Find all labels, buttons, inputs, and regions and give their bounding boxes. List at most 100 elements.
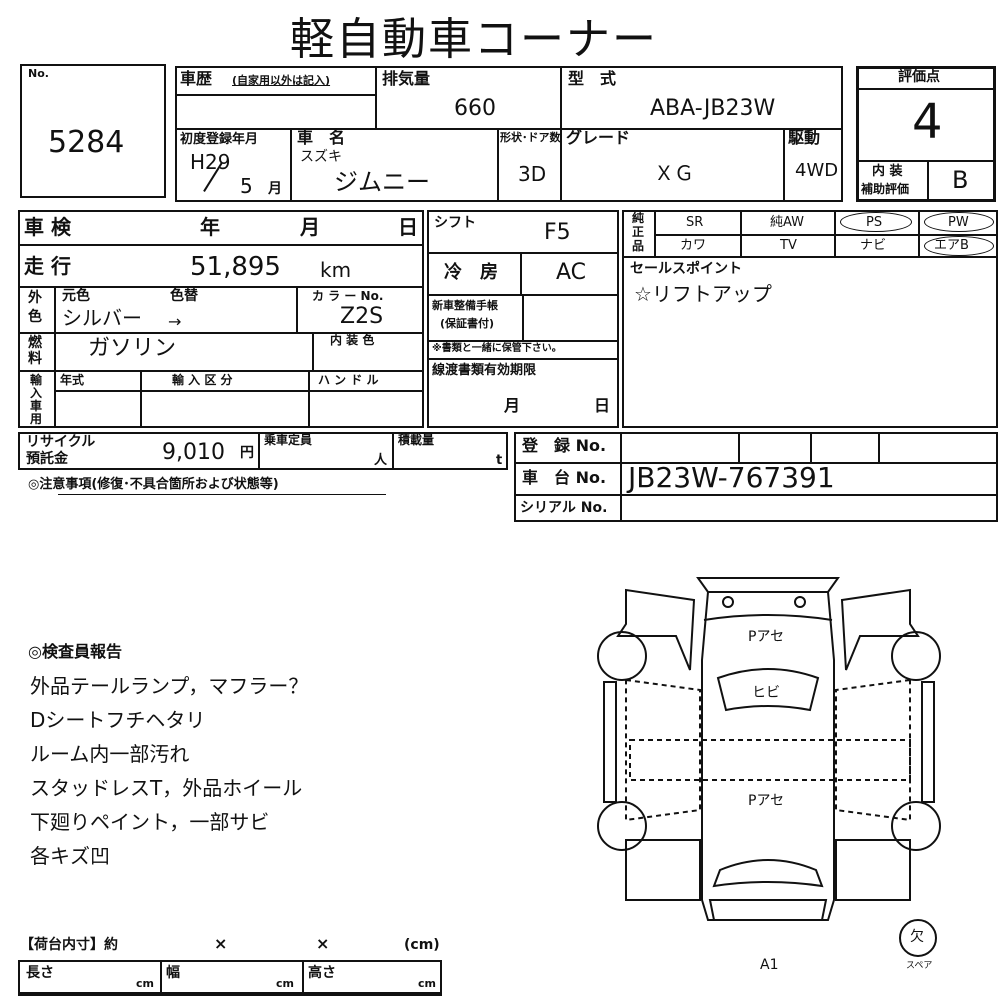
inspection-year-unit: 年 <box>200 215 220 239</box>
rear-window <box>712 859 824 888</box>
inspector-line-3: ルーム内一部汚れ <box>30 742 190 766</box>
recycle-label: リサイクル <box>26 434 96 450</box>
import-year-label: 年式 <box>60 373 85 387</box>
wheel-front-right <box>891 631 941 681</box>
maint-sublabel: (保証書付) <box>440 317 495 330</box>
length-label: 長さ <box>26 965 54 981</box>
width-unit: cm <box>276 977 294 990</box>
model-label: 型 式 <box>568 69 617 88</box>
height-unit: cm <box>418 977 436 990</box>
orig-color-value: シルバー <box>62 306 142 330</box>
car-name-value: ジムニー <box>334 168 430 196</box>
interior-label: 内 装 <box>872 164 903 179</box>
ac-value: AC <box>556 260 587 285</box>
recycle-grid <box>18 432 508 470</box>
grade-value: ＸＧ <box>654 161 694 185</box>
diagram-mark-spare: 欠 <box>910 929 924 945</box>
equip-pw-circle <box>924 212 994 232</box>
rating-label: 評価点 <box>898 69 940 85</box>
left-door <box>625 678 701 822</box>
vehicle-info-grid <box>175 66 843 202</box>
equip-airbag: エアB <box>934 238 969 253</box>
no-label: No. <box>28 67 49 80</box>
height-label: 高さ <box>308 965 336 981</box>
notes-underline <box>58 494 386 495</box>
color-arrow: → <box>168 312 182 331</box>
right-rear-quarter <box>835 839 911 901</box>
equip-tv: TV <box>780 238 797 253</box>
grade-label: グレード <box>566 128 631 147</box>
roof-area <box>629 739 911 781</box>
car-name-label: 車 名 <box>297 128 346 147</box>
car-damage-diagram <box>597 577 941 957</box>
inspector-line-5: 下廻りペイント，一部サビ <box>30 810 270 834</box>
history-note: (自家用以外は記入) <box>232 74 331 87</box>
width-label: 幅 <box>166 965 180 981</box>
load-unit: t <box>496 453 503 468</box>
diagram-mark-roof: Pアセ <box>748 793 785 809</box>
wheel-front-left <box>597 631 647 681</box>
inspector-line-1: 外品テールランプ，マフラー？ <box>30 674 309 698</box>
capacity-label: 乗車定員 <box>264 433 313 447</box>
color-side-label-2: 色 <box>28 309 42 325</box>
inspection-label: 車 検 <box>24 215 71 239</box>
left-front-fender <box>616 588 696 671</box>
left-sill <box>603 681 617 803</box>
import-side-2: 入 <box>30 386 43 400</box>
recycle-amount: 9,010 <box>162 440 225 465</box>
equip-pw: PW <box>948 215 969 230</box>
fuel-side-label-2: 料 <box>28 351 42 367</box>
recycle-yen-unit: 円 <box>240 445 254 461</box>
import-side-4: 用 <box>30 412 43 426</box>
length-unit: cm <box>136 977 154 990</box>
registration-grid <box>514 432 998 522</box>
right-front-fender <box>840 588 920 671</box>
chassis-label: 車 台 No. <box>522 468 607 487</box>
maker-value: スズキ <box>300 149 342 165</box>
equipment-sales-grid <box>622 210 998 428</box>
rear-panel <box>708 899 828 921</box>
equip-genuine-aw: 純AW <box>770 215 805 230</box>
spare-tire-mark <box>899 919 937 957</box>
serial-label: シリアル No. <box>520 500 608 516</box>
rating-value: 4 <box>912 94 943 150</box>
shift-label: シフト <box>434 215 476 231</box>
inspection-day-unit: 日 <box>398 215 418 239</box>
chassis-value: JB23W-767391 <box>628 461 835 494</box>
first-reg-year: H29 <box>190 150 231 174</box>
capacity-unit: 人 <box>374 453 388 468</box>
color-side-label-1: 外 <box>28 290 42 306</box>
maint-label: 新車整備手帳 <box>432 299 498 312</box>
first-reg-month-unit: 月 <box>268 181 282 197</box>
equip-side-1: 純 <box>632 211 645 225</box>
mileage-unit: km <box>320 258 352 282</box>
fuel-value: ガソリン <box>88 336 177 361</box>
cargo-unit: (cm) <box>404 937 440 953</box>
equip-airbag-circle <box>924 236 994 256</box>
wheel-rear-left <box>597 801 647 851</box>
displacement-value: 660 <box>454 96 496 121</box>
drive-label: 駆動 <box>788 128 821 147</box>
hood-line <box>703 614 833 621</box>
doc-validity-label: 線渡書類有効期限 <box>432 363 537 378</box>
equip-ps: PS <box>866 215 883 230</box>
import-side-1: 輸 <box>30 373 43 387</box>
sales-point-value: ☆リフトアップ <box>634 282 772 306</box>
lot-number-box <box>20 64 166 198</box>
registration-label: 登 録 No. <box>522 436 607 455</box>
condition-grid <box>18 210 424 428</box>
equip-leather: カワ <box>680 238 707 253</box>
wheel-rear-right <box>891 801 941 851</box>
color-no-label: カ ラ ー No. <box>312 289 384 303</box>
first-reg-month: 5 <box>240 174 253 198</box>
rating-box <box>856 66 996 202</box>
interior-color-label: 内 装 色 <box>330 333 375 347</box>
color-change-label: 色替 <box>170 288 198 304</box>
shape-value: 3D <box>518 162 547 186</box>
mileage-value: 51,895 <box>190 252 281 282</box>
interior-sublabel: 補助評価 <box>861 182 910 196</box>
import-category-label: 輸 入 区 分 <box>172 373 233 387</box>
front-bolt-right <box>794 596 806 608</box>
inspector-line-6: 各キズ凹 <box>30 844 110 868</box>
cargo-times-1: × <box>214 934 228 953</box>
